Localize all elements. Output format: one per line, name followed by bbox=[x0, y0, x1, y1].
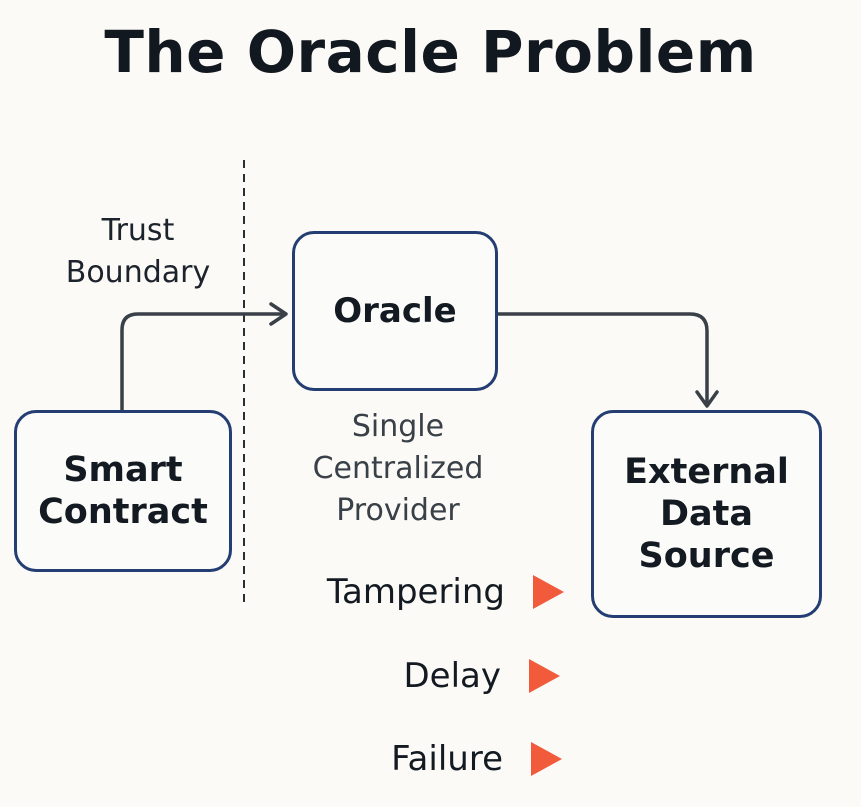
risk-item-failure: Failure bbox=[43, 739, 563, 779]
risk-item-tampering: Tampering bbox=[45, 572, 565, 612]
arrow-contract-to-oracle bbox=[120, 312, 286, 412]
oracle-note: Single Centralized Provider bbox=[312, 409, 484, 528]
risk-label: Failure bbox=[391, 739, 503, 779]
arrow-oracle-to-source bbox=[496, 312, 709, 406]
arrowhead-to-source bbox=[695, 390, 719, 408]
external-data-source-node: External Data Source bbox=[591, 410, 822, 618]
risk-item-delay: Delay bbox=[41, 656, 561, 696]
risk-label: Delay bbox=[403, 656, 501, 696]
oracle-label: Oracle bbox=[333, 290, 457, 331]
arrowhead-to-oracle bbox=[269, 302, 288, 326]
smart-contract-node: Smart Contract bbox=[14, 410, 232, 572]
oracle-node: Oracle bbox=[292, 231, 498, 391]
orange-triangle-icon bbox=[529, 659, 560, 693]
orange-triangle-icon bbox=[533, 575, 564, 609]
trust-boundary-label: Trust Boundary bbox=[65, 213, 211, 290]
external-data-source-label: External Data Source bbox=[624, 452, 789, 576]
smart-contract-label: Smart Contract bbox=[38, 450, 208, 532]
diagram-title: The Oracle Problem bbox=[104, 18, 757, 86]
orange-triangle-icon bbox=[531, 742, 562, 776]
risk-label: Tampering bbox=[326, 572, 505, 612]
